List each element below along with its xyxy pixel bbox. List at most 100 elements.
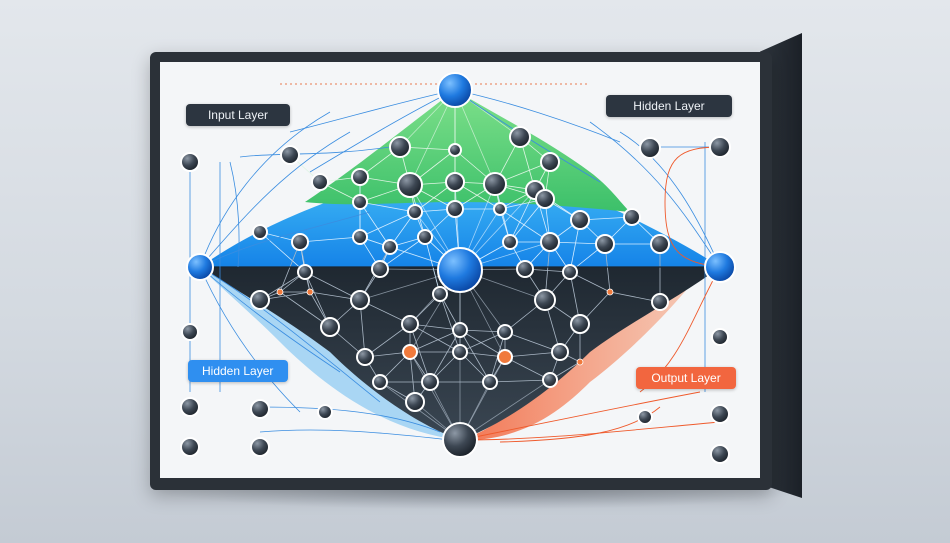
connection-line: [424, 236, 441, 295]
connection-line: [259, 231, 306, 273]
network-node: [405, 392, 425, 412]
network-node: [350, 290, 370, 310]
output-layer-label: Output Layer: [636, 367, 736, 389]
network-node: [483, 172, 507, 196]
network-node: [606, 288, 614, 296]
network-node: [542, 372, 558, 388]
network-node: [540, 152, 560, 172]
connection-line: [409, 329, 461, 353]
network-node: [570, 314, 590, 334]
connection-line: [489, 379, 551, 383]
connection-line: [459, 331, 506, 353]
network-node: [432, 286, 448, 302]
network-node: [311, 173, 329, 191]
network-node: [452, 322, 468, 338]
network-node: [421, 373, 439, 391]
connection-line: [459, 379, 551, 441]
network-node: [180, 152, 200, 172]
connection-line: [459, 329, 506, 358]
network-node: [276, 288, 284, 296]
connection-line: [429, 329, 461, 383]
connection-line: [504, 331, 561, 353]
connection-line: [359, 201, 416, 213]
neural-network-diagram: [180, 72, 736, 464]
network-node: [291, 233, 309, 251]
connection-line: [279, 291, 331, 328]
network-node: [570, 210, 590, 230]
network-node: [502, 234, 518, 250]
network-node: [448, 143, 462, 157]
network-node: [180, 397, 200, 417]
network-node: [407, 204, 423, 220]
network-node: [445, 172, 465, 192]
network-node: [710, 404, 730, 424]
monitor-frame: Input Layer Hidden Layer Hidden Layer Ou…: [150, 52, 772, 490]
network-node: [497, 349, 513, 365]
network-node: [497, 324, 513, 340]
network-node: [382, 239, 398, 255]
network-node: [180, 437, 200, 457]
network-node: [442, 422, 478, 458]
network-node: [306, 288, 314, 296]
network-node: [372, 374, 388, 390]
network-node: [280, 145, 300, 165]
connection-line: [359, 211, 416, 238]
network-node: [351, 168, 369, 186]
network-node: [637, 409, 653, 425]
network-node: [317, 404, 333, 420]
connection-line: [299, 236, 361, 243]
network-node: [186, 253, 214, 281]
network-node: [352, 194, 368, 210]
network-node: [437, 72, 473, 108]
connection-line: [364, 323, 411, 358]
network-node: [576, 358, 584, 366]
input-layer-label: Input Layer: [186, 104, 290, 126]
network-node: [482, 374, 498, 390]
network-node: [551, 343, 569, 361]
network-node: [711, 328, 729, 346]
connection-line: [304, 271, 361, 301]
connection-line: [504, 351, 561, 358]
network-node: [562, 264, 578, 280]
network-node: [704, 251, 736, 283]
connection-line: [379, 236, 426, 270]
hidden-layer-label-top: Hidden Layer: [606, 95, 732, 117]
network-node: [371, 260, 389, 278]
network-node: [252, 224, 268, 240]
network-node: [402, 344, 418, 360]
network-node: [352, 229, 368, 245]
network-node: [250, 290, 270, 310]
network-node: [650, 234, 670, 254]
network-node: [356, 348, 374, 366]
monitor-screen: Input Layer Hidden Layer Hidden Layer Ou…: [160, 62, 760, 478]
network-node: [320, 317, 340, 337]
network-node: [250, 437, 270, 457]
connection-line: [409, 323, 461, 353]
network-node: [534, 289, 556, 311]
left-fan-lines: [189, 111, 451, 441]
network-node: [181, 323, 199, 341]
network-node: [397, 172, 423, 198]
connection-line: [409, 323, 431, 383]
connection-line: [439, 293, 461, 353]
network-node: [493, 202, 507, 216]
network-node: [509, 126, 531, 148]
connection-line: [504, 356, 551, 381]
network-node: [535, 189, 555, 209]
network-node: [710, 444, 730, 464]
network-node: [540, 232, 560, 252]
network-node: [401, 315, 419, 333]
network-node: [437, 247, 483, 293]
network-node: [651, 293, 669, 311]
network-node: [452, 344, 468, 360]
network-node: [516, 260, 534, 278]
network-node: [709, 136, 731, 158]
network-node: [417, 229, 433, 245]
network-node: [595, 234, 615, 254]
connection-line: [459, 329, 491, 383]
hidden-layer-label-left: Hidden Layer: [188, 360, 288, 382]
network-node: [250, 399, 270, 419]
network-node: [297, 264, 313, 280]
network-node: [639, 137, 661, 159]
nodes: [180, 72, 736, 464]
